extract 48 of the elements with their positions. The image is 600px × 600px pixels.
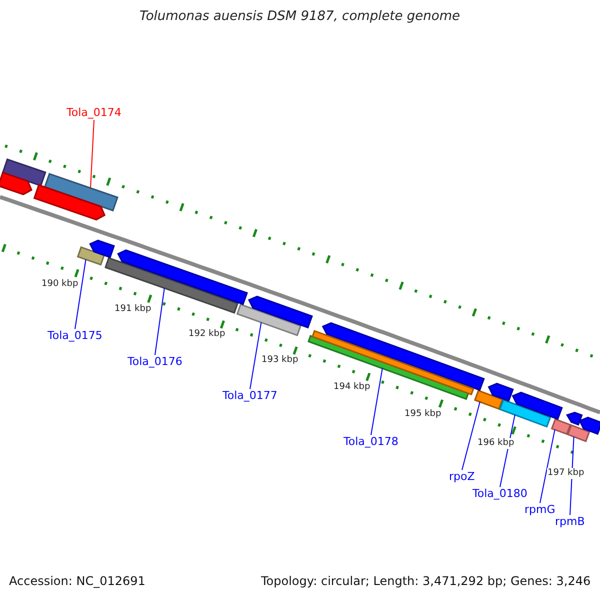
gene-label: rpoZ (449, 471, 475, 482)
gene-label: rpmG (524, 504, 556, 515)
gene-label: Tola_0180 (472, 488, 528, 499)
leader-line (462, 401, 480, 470)
leader-line (90, 120, 94, 188)
scale-label: 192 kbp (188, 329, 226, 340)
gene-bar (322, 322, 485, 392)
gene-label: Tola_0175 (48, 330, 102, 341)
leader-line (250, 322, 262, 390)
leader-line (500, 414, 516, 488)
gene-label: Tola_0177 (222, 390, 278, 401)
gene-bar (512, 392, 563, 420)
gene-bar (44, 172, 118, 212)
gene-bar (474, 390, 504, 410)
accession-text: Accession: NC_012691 (9, 575, 146, 587)
leader-line (370, 368, 383, 436)
genome-info-text: Topology: circular; Length: 3,471,292 bp; Genes: 3,246 (261, 575, 591, 587)
leader-line (74, 259, 86, 330)
scale-label: 197 kbp (546, 468, 586, 479)
gene-bar (488, 382, 514, 402)
title: Tolumonas auensis DSM 9187, complete genome (140, 10, 460, 23)
gene-bar (566, 412, 583, 426)
gene-bar (0, 172, 32, 196)
scale-label: 196 kbp (476, 438, 516, 449)
gene-bar (89, 240, 115, 258)
gene-bar (578, 416, 600, 435)
leader-line (570, 436, 574, 516)
scale-label: 191 kbp (114, 304, 152, 315)
gene-bar (498, 398, 552, 428)
gene-label: Tola_0174 (66, 107, 122, 118)
leader-line (154, 288, 165, 356)
gene-label: Tola_0176 (128, 356, 182, 367)
scale-label: 190 kbp (40, 279, 80, 290)
scale-label: 195 kbp (404, 409, 442, 420)
gene-bar (566, 424, 590, 442)
gene-bar (76, 246, 106, 266)
scale-label: 194 kbp (332, 382, 372, 393)
gene-bar (117, 249, 248, 306)
leader-line (540, 429, 556, 504)
gene-label: rpmB (555, 516, 585, 527)
gene-bar (104, 256, 239, 314)
gene-bar (550, 418, 572, 436)
gene-bar (2, 158, 46, 187)
gene-label: Tola_0178 (344, 436, 398, 447)
gene-bar (248, 296, 313, 328)
scale-label: 193 kbp (260, 355, 300, 366)
gene-bar (33, 184, 106, 221)
gene-bar (236, 303, 302, 336)
